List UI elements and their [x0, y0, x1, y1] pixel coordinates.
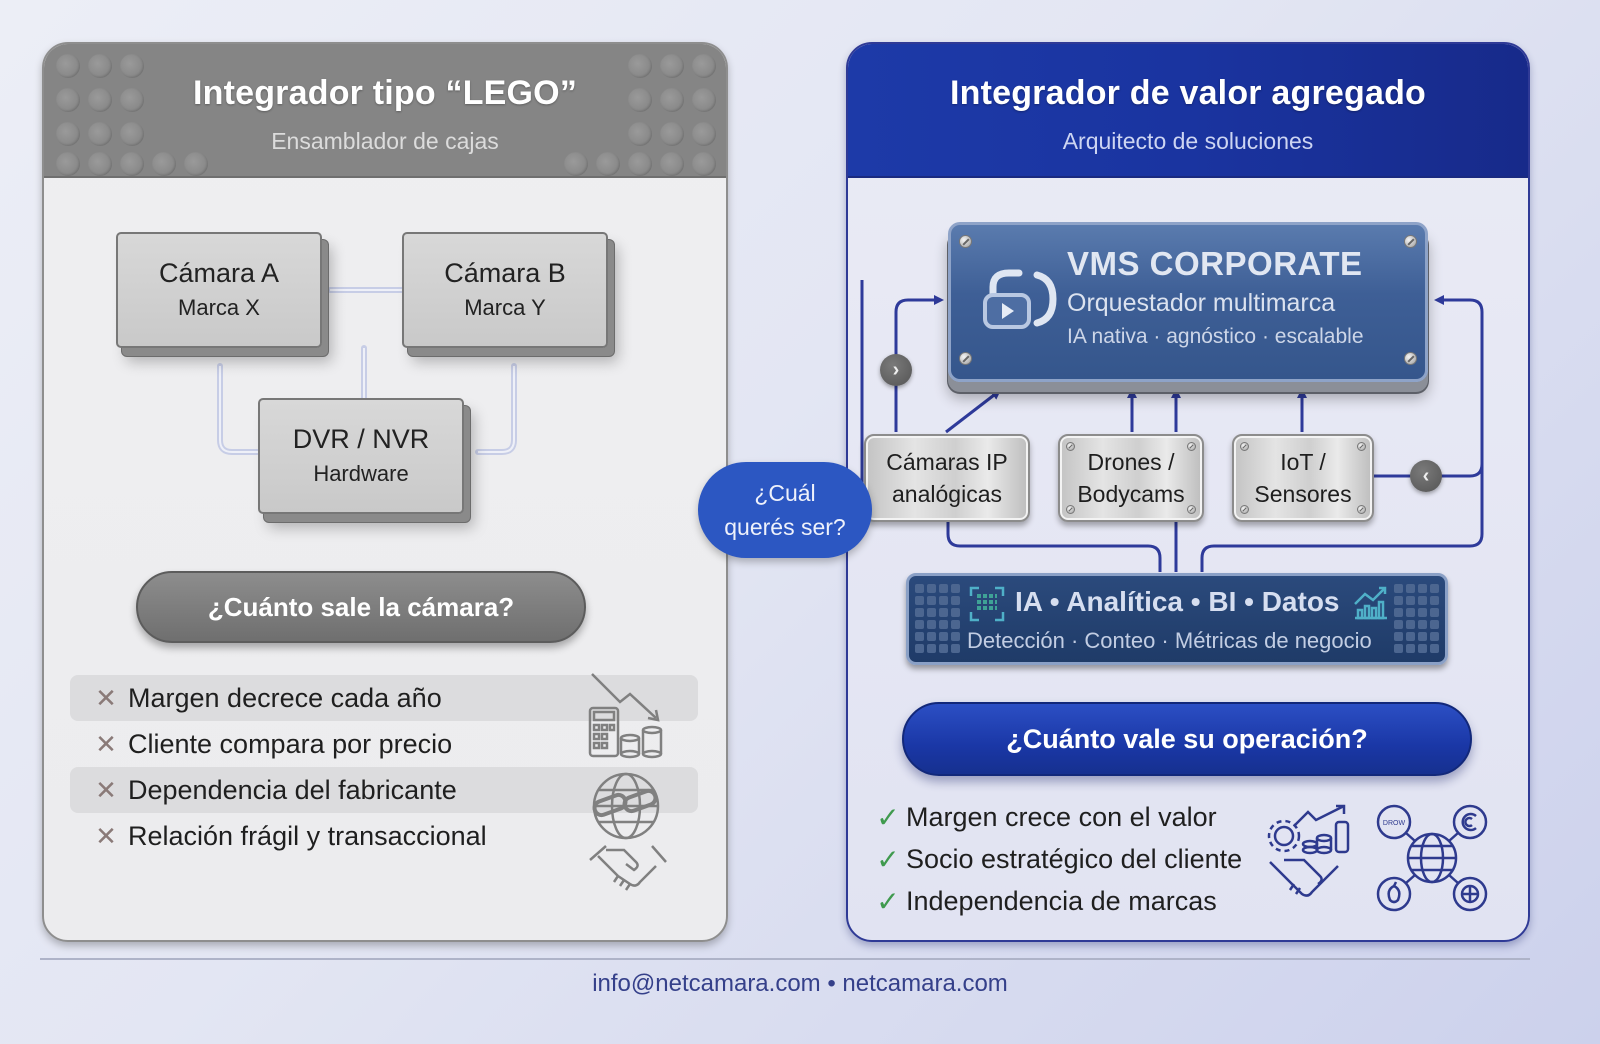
growth-chart-icon	[1354, 586, 1387, 620]
dvr-nvr-type: Hardware	[313, 461, 409, 486]
con-item: ✕ Cliente compara por precio	[70, 721, 698, 767]
dvr-nvr-box: DVR / NVR Hardware	[258, 398, 464, 514]
value-title: Integrador de valor agregado	[949, 74, 1427, 112]
con-text: Relación frágil y transaccional	[128, 820, 487, 851]
lego-subtitle: Ensamblador de cajas	[271, 128, 499, 154]
analytics-subtitle: Detección · Conteo · Métricas de negocio	[967, 628, 1372, 653]
declining-calculator-coins-icon	[588, 673, 663, 759]
source-iot-line2: Sensores	[1254, 481, 1352, 507]
bubble-line2: querés ser?	[724, 514, 846, 540]
analytics-bar: IA • Analítica • BI • Datos Detección · …	[906, 573, 1448, 665]
globe-chain-icon	[592, 772, 660, 840]
source-ip-cameras-line2: analógicas	[892, 481, 1002, 507]
source-drones-bodycams: Drones / Bodycams	[1058, 434, 1204, 522]
pro-item: ✓ Margen crece con el valor	[870, 797, 1217, 837]
vms-corporate-card: VMS CORPORATE Orquestador multimarca IA …	[948, 222, 1428, 382]
camera-a-brand: Marca X	[178, 295, 260, 320]
con-text: Margen decrece cada año	[128, 682, 442, 713]
con-item: ✕ Dependencia del fabricante	[70, 767, 698, 813]
source-iot-sensors: IoT / Sensores	[1232, 434, 1374, 522]
footer-divider	[40, 958, 1530, 960]
check-icon: ✓	[876, 885, 900, 917]
vms-tags: IA nativa · agnóstico · escalable	[1067, 325, 1364, 348]
value-header: Integrador de valor agregado Arquitecto …	[848, 44, 1528, 178]
chevron-right-icon[interactable]: ›	[880, 354, 912, 386]
source-drones-line2: Bodycams	[1077, 481, 1185, 507]
pro-item: ✓ Socio estratégico del cliente	[870, 839, 1242, 879]
camera-a-label: Cámara A	[158, 258, 280, 288]
check-icon: ✓	[876, 801, 900, 833]
source-ip-cameras-line1: Cámaras IP	[886, 449, 1008, 475]
gear-growth-handshake-icon	[1267, 804, 1350, 897]
con-text: Cliente compara por precio	[128, 728, 453, 759]
camera-b-box: Cámara B Marca Y	[402, 232, 608, 348]
ai-scan-icon	[969, 586, 1005, 622]
dvr-nvr-label: DVR / NVR	[292, 424, 430, 454]
chevron-left-icon[interactable]: ‹	[1410, 460, 1442, 492]
camera-b-brand: Marca Y	[464, 295, 546, 320]
con-icons	[588, 673, 667, 891]
operation-value-question-button[interactable]: ¿Cuánto vale su operación?	[902, 702, 1472, 776]
globe-network-icon: DROW	[1376, 804, 1488, 912]
cross-icon: ✕	[95, 728, 117, 759]
handshake-icon	[589, 845, 667, 891]
footer-contact[interactable]: info@netcamara.com • netcamara.com	[592, 970, 1008, 997]
value-subtitle: Arquitecto de soluciones	[1062, 128, 1314, 154]
source-ip-cameras: Cámaras IP analógicas	[864, 434, 1030, 522]
check-icon: ✓	[876, 843, 900, 875]
cross-icon: ✕	[95, 774, 117, 805]
pro-text: Margen crece con el valor	[906, 801, 1217, 832]
camera-price-question-button[interactable]: ¿Cuánto sale la cámara?	[136, 571, 586, 643]
cross-icon: ✕	[95, 682, 117, 713]
con-text: Dependencia del fabricante	[128, 774, 457, 805]
source-iot-line1: IoT /	[1280, 449, 1326, 475]
vms-subtitle: Orquestador multimarca	[1067, 289, 1336, 317]
source-drones-line1: Drones /	[1087, 449, 1175, 475]
vms-title: VMS CORPORATE	[1067, 245, 1363, 282]
cross-icon: ✕	[95, 820, 117, 851]
camera-a-box: Cámara A Marca X	[116, 232, 322, 348]
analytics-title: IA • Analítica • BI • Datos	[1015, 586, 1340, 617]
con-item: ✕ Relación frágil y transaccional	[70, 813, 698, 859]
lego-title: Integrador tipo “LEGO”	[192, 74, 578, 112]
lego-header: Integrador tipo “LEGO” Ensamblador de ca…	[44, 44, 726, 178]
vms-logo-icon	[983, 269, 1057, 329]
camera-b-label: Cámara B	[444, 258, 566, 288]
pro-text: Independencia de marcas	[906, 885, 1217, 916]
network-node-label: DROW	[1383, 820, 1406, 827]
which-one-bubble: ¿Cuál querés ser?	[698, 462, 872, 558]
bubble-line1: ¿Cuál	[754, 480, 816, 506]
pro-item: ✓ Independencia de marcas	[870, 881, 1217, 921]
pro-text: Socio estratégico del cliente	[906, 843, 1243, 874]
